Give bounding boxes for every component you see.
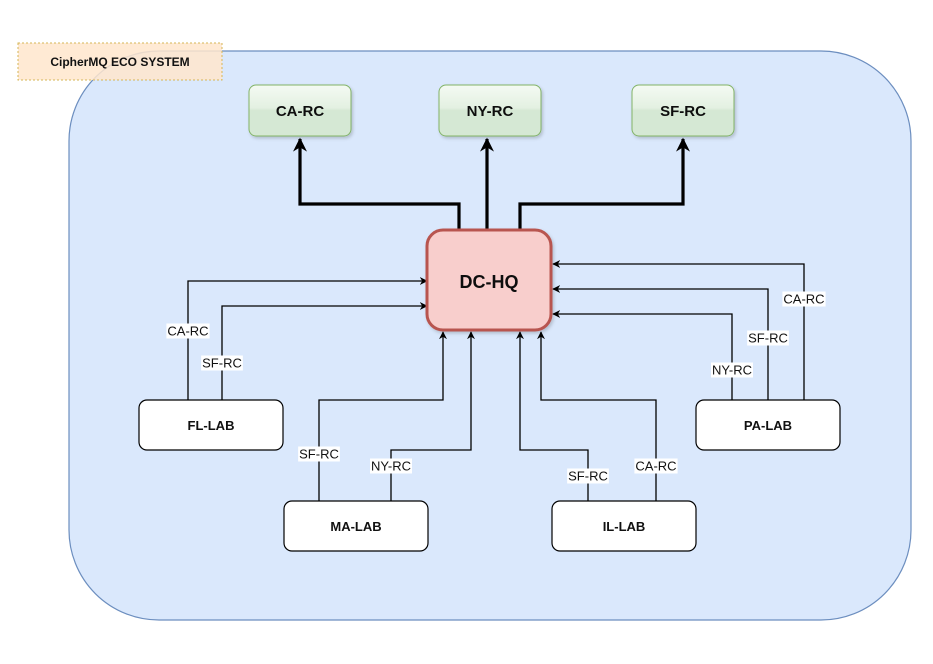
edge-label-text: NY-RC	[371, 459, 411, 474]
lab-label: FL-LAB	[188, 418, 235, 433]
edge-label-text: CA-RC	[635, 459, 676, 474]
edge-label-background	[747, 330, 789, 346]
edge-label: SF-RC	[747, 330, 789, 346]
lab-node-il[interactable]: IL-LAB	[551, 500, 697, 552]
edge-label: NY-RC	[370, 458, 412, 474]
edge-label-text: CA-RC	[783, 292, 824, 307]
edge-label-text: SF-RC	[748, 331, 788, 346]
lab-label: MA-LAB	[330, 519, 381, 534]
rc-node-sf[interactable]: SF-RC	[631, 84, 735, 137]
edge-label: SF-RC	[201, 355, 243, 371]
edge-fl-lab-ca-rc[interactable]	[187, 277, 428, 400]
rc-node-ca[interactable]: CA-RC	[248, 84, 352, 137]
diagram-title: CipherMQ ECO SYSTEM	[50, 55, 189, 69]
edge-label-text: CA-RC	[167, 324, 208, 339]
edge-labels: CA-RC SF-RC SF-RC NY-RC SF-RC CA-RC NY-RC SF-RC…	[166, 291, 826, 484]
lab-label: PA-LAB	[744, 418, 792, 433]
edge-label-background	[298, 446, 340, 462]
edge-il-lab-ca-rc[interactable]	[537, 331, 657, 501]
edge-label-text: NY-RC	[712, 363, 752, 378]
lab-node-fl[interactable]: FL-LAB	[138, 399, 284, 451]
edge-label: NY-RC	[711, 362, 753, 378]
edge-label-background	[634, 458, 678, 474]
edge-label-background	[567, 468, 609, 484]
edge-label: SF-RC	[298, 446, 340, 462]
edge-label-text: SF-RC	[568, 469, 608, 484]
lab-node-ma[interactable]: MA-LAB	[283, 500, 429, 552]
ecosystem-container	[68, 50, 912, 621]
edge-label-text: SF-RC	[202, 356, 242, 371]
edge-label-background	[711, 362, 753, 378]
hub-node-dc-hq[interactable]: DC-HQ	[425, 228, 553, 332]
edge-label-background	[782, 291, 826, 307]
lab-node-pa[interactable]: PA-LAB	[695, 399, 841, 451]
lab-label: IL-LAB	[603, 519, 646, 534]
edge-hq-to-sf-rc[interactable]	[518, 137, 690, 230]
edge-label: CA-RC	[782, 291, 826, 307]
rc-label: CA-RC	[276, 103, 324, 120]
edge-label: SF-RC	[567, 468, 609, 484]
edge-label-background	[166, 323, 210, 339]
edge-hq-to-ca-rc[interactable]	[293, 137, 461, 230]
hub-label: DC-HQ	[460, 272, 519, 292]
edge-label-background	[201, 355, 243, 371]
edge-label-text: SF-RC	[299, 447, 339, 462]
rc-label: SF-RC	[660, 103, 706, 120]
edge-ma-lab-ny-rc[interactable]	[390, 331, 475, 501]
edge-pa-lab-ca-rc[interactable]	[552, 260, 805, 400]
edge-label: CA-RC	[166, 323, 210, 339]
edge-label-background	[370, 458, 412, 474]
rc-label: NY-RC	[467, 103, 514, 120]
edge-label: CA-RC	[634, 458, 678, 474]
hq-to-rc-edges	[293, 137, 690, 230]
rc-node-ny[interactable]: NY-RC	[438, 84, 542, 137]
edge-pa-lab-sf-rc[interactable]	[552, 285, 769, 400]
title-box: CipherMQ ECO SYSTEM	[17, 42, 223, 81]
